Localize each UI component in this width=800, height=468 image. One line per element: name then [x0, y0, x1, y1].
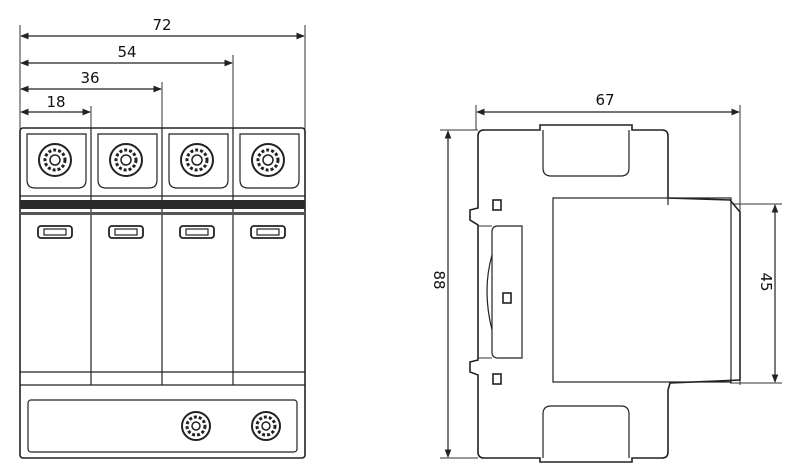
dimension-36: 36 — [20, 69, 163, 130]
terminal-screw-icon — [251, 143, 285, 177]
device-side-outline — [469, 124, 741, 463]
latch-slot — [492, 199, 502, 211]
bottom-terminal-screw-icon — [181, 411, 211, 441]
dimension-36-label: 36 — [80, 69, 99, 87]
dimension-72: 72 — [19, 16, 306, 130]
top-terminals — [26, 133, 300, 189]
dimension-67-label: 67 — [595, 91, 614, 109]
bottom-terminal-screw-icon — [251, 411, 281, 441]
dimension-45-label: 45 — [757, 272, 775, 291]
dimension-54-label: 54 — [117, 43, 136, 61]
dimension-88: 88 — [430, 129, 478, 459]
latch-slot — [502, 292, 512, 304]
side-view: 67 88 45 — [430, 91, 782, 463]
dimension-54: 54 — [20, 43, 234, 130]
terminal-screw-icon — [180, 143, 214, 177]
dimension-72-label: 72 — [152, 16, 171, 34]
dimension-18: 18 — [20, 93, 92, 130]
pole-modules — [20, 128, 305, 386]
bottom-base — [27, 399, 298, 453]
status-windows — [37, 225, 286, 239]
dimension-88-label: 88 — [430, 270, 448, 289]
front-view: 72 54 36 18 — [19, 16, 306, 459]
label-band — [20, 200, 305, 209]
terminal-screw-icon — [38, 143, 72, 177]
dimension-18-label: 18 — [46, 93, 65, 111]
dimension-45: 45 — [730, 203, 782, 384]
latch-slot — [492, 373, 502, 385]
terminal-screw-icon — [109, 143, 143, 177]
